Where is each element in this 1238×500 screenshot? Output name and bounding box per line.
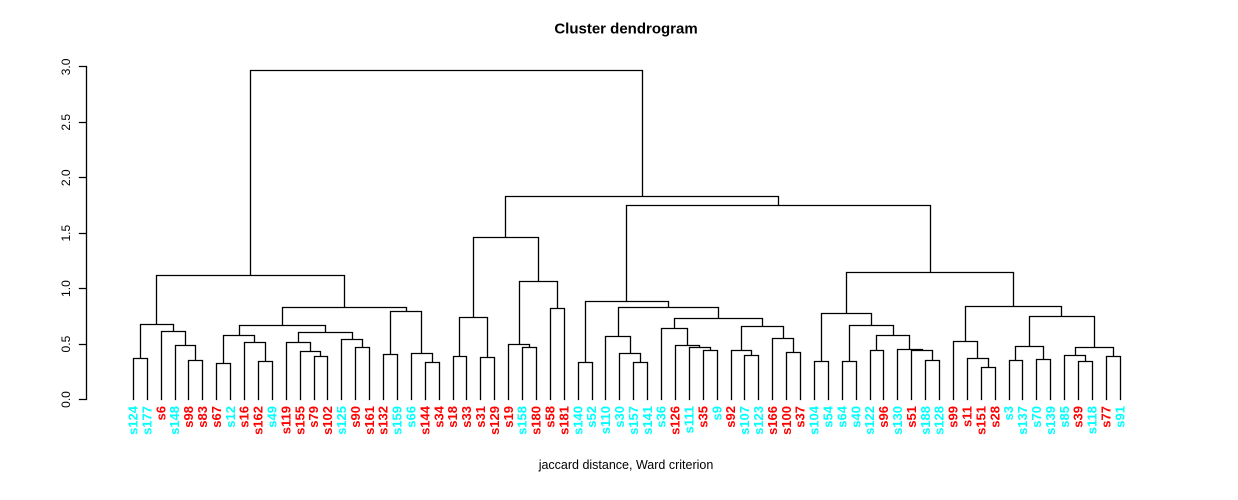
svg-text:s128: s128 — [932, 406, 947, 435]
svg-text:s151: s151 — [973, 406, 988, 435]
svg-text:s177: s177 — [139, 406, 154, 435]
svg-text:jaccard distance, Ward criteri: jaccard distance, Ward criterion — [538, 458, 714, 472]
svg-text:s181: s181 — [556, 406, 571, 435]
svg-text:s30: s30 — [612, 406, 627, 428]
svg-text:s40: s40 — [848, 406, 863, 428]
svg-text:1.5: 1.5 — [59, 225, 73, 242]
svg-text:s12: s12 — [223, 406, 238, 428]
svg-text:s79: s79 — [306, 406, 321, 428]
svg-text:s19: s19 — [501, 406, 516, 428]
svg-text:s107: s107 — [737, 406, 752, 435]
svg-text:s91: s91 — [1112, 406, 1127, 428]
svg-text:s148: s148 — [167, 406, 182, 435]
svg-text:s90: s90 — [348, 406, 363, 428]
svg-text:s51: s51 — [904, 406, 919, 428]
svg-text:s58: s58 — [543, 406, 558, 428]
svg-text:s52: s52 — [584, 406, 599, 428]
svg-text:s39: s39 — [1071, 406, 1086, 428]
svg-text:s35: s35 — [695, 406, 710, 428]
svg-text:s3: s3 — [1001, 406, 1016, 420]
svg-text:s119: s119 — [278, 406, 293, 434]
svg-text:s33: s33 — [459, 406, 474, 428]
svg-text:3.0: 3.0 — [59, 58, 73, 75]
svg-text:s155: s155 — [292, 406, 307, 435]
svg-text:s85: s85 — [1057, 406, 1072, 428]
svg-text:s125: s125 — [334, 406, 349, 435]
svg-text:s102: s102 — [320, 406, 335, 435]
svg-text:s11: s11 — [960, 406, 975, 427]
svg-text:s129: s129 — [487, 406, 502, 435]
svg-text:s54: s54 — [821, 405, 836, 427]
svg-text:s9: s9 — [709, 406, 724, 420]
svg-text:s16: s16 — [237, 406, 252, 428]
svg-text:s139: s139 — [1043, 406, 1058, 435]
svg-text:s104: s104 — [807, 405, 822, 435]
svg-text:2.0: 2.0 — [59, 169, 73, 186]
svg-text:s96: s96 — [876, 406, 891, 428]
svg-text:s34: s34 — [431, 405, 446, 427]
svg-text:s158: s158 — [515, 406, 530, 435]
svg-text:1.0: 1.0 — [59, 280, 73, 297]
svg-text:s162: s162 — [251, 406, 266, 435]
svg-text:s31: s31 — [473, 406, 488, 428]
svg-text:s66: s66 — [404, 406, 419, 428]
svg-text:s37: s37 — [793, 406, 808, 428]
svg-text:Cluster dendrogram: Cluster dendrogram — [554, 21, 697, 38]
svg-text:s100: s100 — [779, 406, 794, 435]
svg-text:s166: s166 — [765, 406, 780, 435]
svg-text:s137: s137 — [1015, 406, 1030, 435]
svg-text:s180: s180 — [529, 406, 544, 435]
svg-text:s144: s144 — [417, 405, 432, 435]
svg-text:s141: s141 — [640, 406, 655, 435]
svg-text:0.0: 0.0 — [59, 391, 73, 408]
svg-text:s83: s83 — [195, 406, 210, 428]
svg-text:s110: s110 — [598, 406, 613, 434]
svg-text:s161: s161 — [362, 406, 377, 435]
svg-text:s124: s124 — [126, 405, 141, 435]
svg-text:0.5: 0.5 — [59, 335, 73, 352]
svg-text:s67: s67 — [209, 406, 224, 428]
svg-text:s159: s159 — [390, 406, 405, 435]
svg-text:s122: s122 — [862, 406, 877, 435]
svg-text:s92: s92 — [723, 406, 738, 428]
svg-text:s18: s18 — [445, 406, 460, 428]
svg-text:2.5: 2.5 — [59, 114, 73, 131]
svg-text:s130: s130 — [890, 406, 905, 435]
svg-text:s6: s6 — [153, 406, 168, 420]
svg-text:s157: s157 — [626, 406, 641, 435]
svg-text:s188: s188 — [918, 406, 933, 435]
svg-text:s77: s77 — [1099, 406, 1114, 428]
svg-text:s126: s126 — [668, 406, 683, 435]
svg-text:s123: s123 — [751, 406, 766, 435]
svg-text:s132: s132 — [376, 406, 391, 435]
svg-text:s28: s28 — [987, 406, 1002, 428]
svg-text:s36: s36 — [654, 406, 669, 428]
svg-text:s98: s98 — [181, 406, 196, 428]
svg-text:s111: s111 — [682, 406, 697, 434]
svg-text:s140: s140 — [570, 406, 585, 435]
svg-text:s99: s99 — [946, 406, 961, 428]
svg-text:s49: s49 — [265, 406, 280, 428]
svg-text:s64: s64 — [834, 405, 849, 427]
svg-text:s70: s70 — [1029, 406, 1044, 428]
svg-text:s118: s118 — [1085, 406, 1100, 434]
